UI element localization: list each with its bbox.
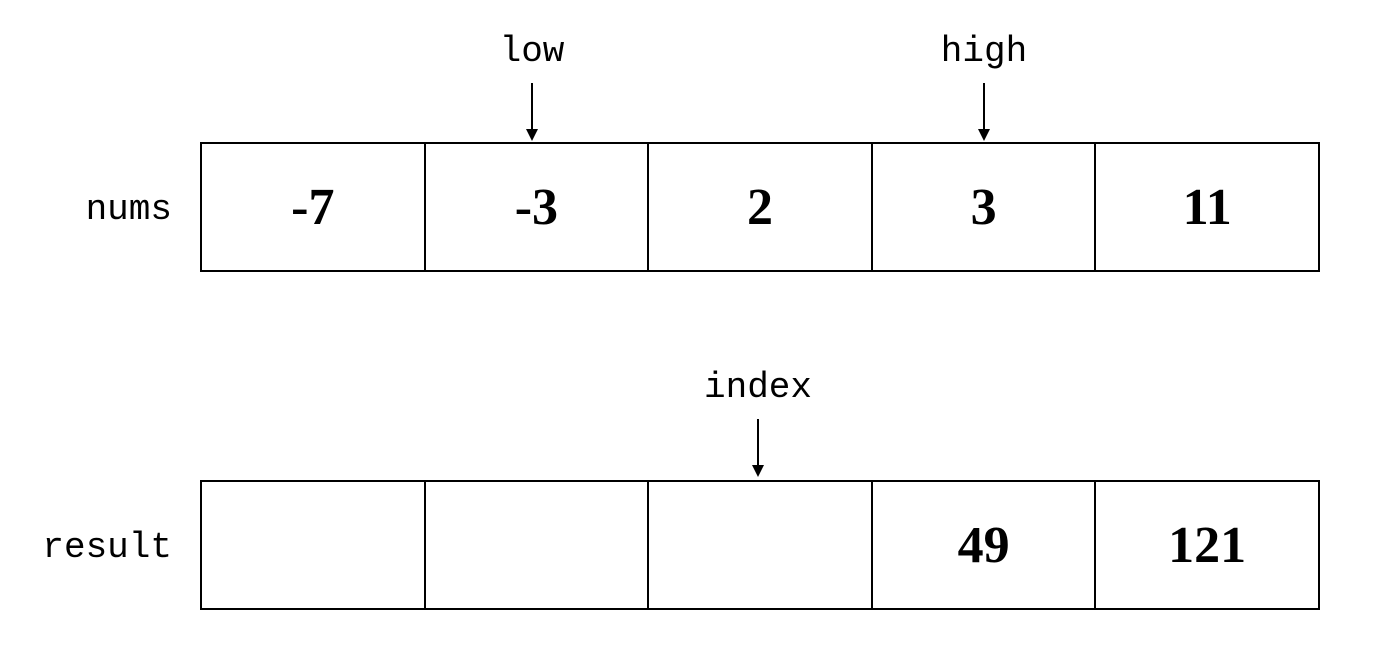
result-cell-3: 49	[873, 482, 1097, 608]
nums-array: -7 -3 2 3 11	[200, 142, 1320, 272]
pointer-index-arrow-shaft	[757, 419, 759, 465]
result-cell-4: 121	[1168, 516, 1247, 574]
pointer-index-label: index	[703, 367, 813, 408]
pointer-low-arrow-head	[526, 129, 538, 141]
pointer-index: index	[678, 370, 838, 477]
pointer-low: low	[452, 34, 612, 141]
result-row-label: result	[42, 527, 172, 568]
pointer-high-label: high	[940, 31, 1028, 72]
nums-cell-4: 11	[1182, 178, 1232, 236]
nums-cell-3: 3	[873, 144, 1097, 270]
pointer-high-arrow-head	[978, 129, 990, 141]
nums-cell-0: -7	[202, 144, 426, 270]
result-cell-2	[649, 482, 873, 608]
nums-cell-2: 2	[649, 144, 873, 270]
pointer-high-arrow-shaft	[983, 83, 985, 129]
result-cell-1	[426, 482, 650, 608]
pointer-high: high	[904, 34, 1064, 141]
result-cell-0	[202, 482, 426, 608]
result-array: 49 121	[200, 480, 1320, 610]
nums-row-label: nums	[85, 189, 172, 230]
pointer-index-arrow-head	[752, 465, 764, 477]
nums-cell-1: -3	[426, 144, 650, 270]
pointer-low-arrow-shaft	[531, 83, 533, 129]
pointer-low-label: low	[499, 31, 565, 72]
